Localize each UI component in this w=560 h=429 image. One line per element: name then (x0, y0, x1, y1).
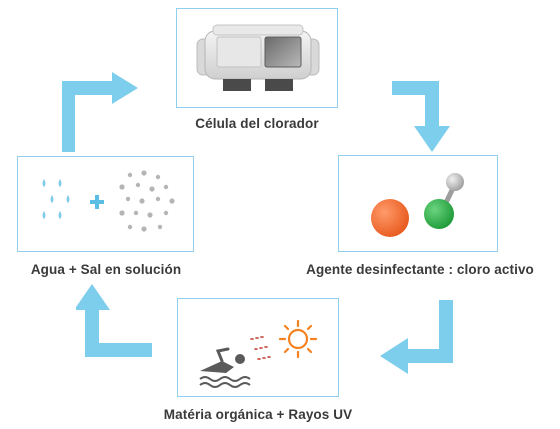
uv-rays-icon (250, 336, 271, 360)
salt-dots-icon (119, 170, 175, 232)
arrow-agent-to-uv (380, 300, 453, 374)
agent-box (338, 155, 498, 252)
cell-box (176, 8, 338, 108)
arrow-water-to-cell (62, 72, 138, 152)
arrow-cell-to-agent (392, 81, 450, 152)
uv-scene (199, 319, 318, 388)
water-salt-scene (42, 170, 175, 232)
uv-box (177, 298, 339, 397)
uv-label: Matéria orgánica + Rayos UV (163, 407, 353, 422)
plus-icon (90, 195, 104, 209)
chlorinator-cell-icon (196, 24, 320, 91)
arrow-uv-to-water (76, 284, 152, 357)
water-drops-icon (42, 179, 70, 219)
agent-label: Agente desinfectante : cloro activo (306, 262, 534, 277)
water-label: Agua + Sal en solución (30, 262, 182, 277)
sun-icon (278, 319, 318, 359)
water-box (17, 156, 194, 252)
swimmer-icon (199, 347, 251, 388)
cell-label: Célula del clorador (195, 116, 319, 131)
molecule-icon (371, 173, 464, 237)
